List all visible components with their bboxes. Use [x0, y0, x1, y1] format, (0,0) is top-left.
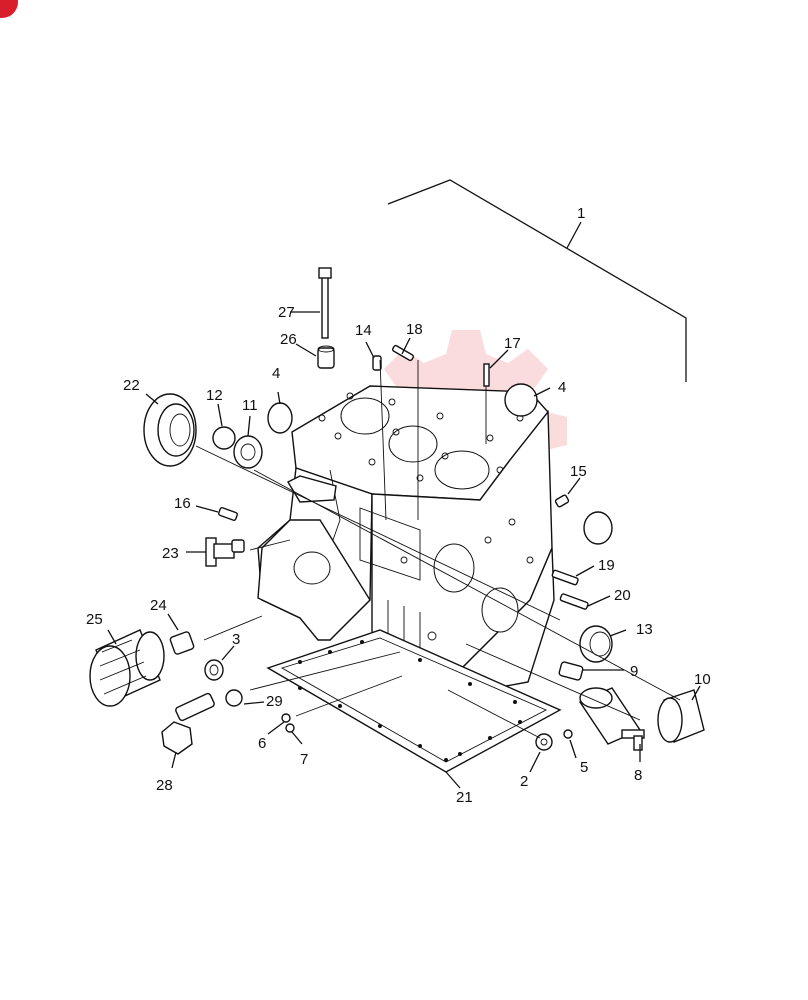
- callout-4-left: 4: [272, 365, 280, 382]
- callout-10: 10: [694, 671, 711, 688]
- callout-21: 21: [456, 789, 473, 806]
- callout-11: 11: [242, 397, 258, 414]
- corner-badge: [0, 0, 18, 18]
- part-23-oil-pressure-switch: [205, 537, 245, 567]
- part-27-push-rod: [318, 267, 332, 339]
- callout-5: 5: [580, 759, 588, 776]
- part-10-bushing: [657, 689, 705, 743]
- callout-18: 18: [406, 321, 423, 338]
- part-6-plug: [281, 713, 291, 723]
- callout-7: 7: [300, 751, 308, 768]
- part-25-oil-filter: [89, 629, 165, 707]
- callout-4-right: 4: [558, 379, 566, 396]
- part-bushing-ring: [583, 511, 613, 545]
- callout-13: 13: [636, 621, 653, 638]
- part-8-oil-pump: [578, 687, 645, 751]
- part-19-stud: [551, 569, 579, 586]
- part-14-dowel-pin: [372, 355, 382, 371]
- part-13-bushing: [579, 625, 613, 663]
- callout-19: 19: [598, 557, 615, 574]
- callout-24: 24: [150, 597, 167, 614]
- callout-labels: 1 2 3 4 4 5 6 7 8 9 10 11 12 13 14 15 16…: [86, 205, 711, 806]
- callout-26: 26: [280, 331, 297, 348]
- part-2-drain-plug: [535, 733, 553, 751]
- callout-20: 20: [614, 587, 631, 604]
- part-20-stud: [559, 593, 589, 610]
- part-11-bearing: [233, 435, 263, 469]
- part-28-relief-valve: [161, 692, 215, 755]
- callout-25: 25: [86, 611, 103, 628]
- callout-3: 3: [232, 631, 240, 648]
- callout-6: 6: [258, 735, 266, 752]
- callout-27: 27: [278, 304, 295, 321]
- part-24-nipple: [169, 631, 195, 655]
- callout-22: 22: [123, 377, 140, 394]
- part-16-pin: [218, 507, 238, 521]
- oil-pan-gasket: [266, 629, 562, 773]
- callout-29: 29: [266, 693, 283, 710]
- callout-9: 9: [630, 663, 638, 680]
- part-4-plug-left: [267, 402, 293, 434]
- part-9-plug: [558, 661, 584, 681]
- callout-8: 8: [634, 767, 642, 784]
- callout-12: 12: [206, 387, 223, 404]
- callout-2: 2: [520, 773, 528, 790]
- part-12-o-ring: [212, 426, 236, 450]
- callout-1: 1: [577, 205, 585, 222]
- callout-23: 23: [162, 545, 179, 562]
- part-5-ball: [563, 729, 573, 739]
- part-3-nut: [204, 659, 224, 681]
- callout-28: 28: [156, 777, 173, 794]
- part-22-seal-housing: [143, 393, 197, 467]
- part-17-pin: [483, 363, 490, 387]
- callout-14: 14: [355, 322, 372, 339]
- leader-lines: [107, 311, 701, 789]
- callout-16: 16: [174, 495, 191, 512]
- callout-15: 15: [570, 463, 587, 480]
- assembly-bracket: [387, 179, 687, 382]
- part-15-dowel: [554, 494, 570, 508]
- cylinder-block: [257, 385, 555, 701]
- part-26-sleeve: [317, 345, 335, 369]
- part-7-plug: [285, 723, 295, 733]
- callout-17: 17: [504, 335, 521, 352]
- part-4-plug-right: [504, 383, 538, 417]
- part-29-o-ring: [225, 689, 243, 707]
